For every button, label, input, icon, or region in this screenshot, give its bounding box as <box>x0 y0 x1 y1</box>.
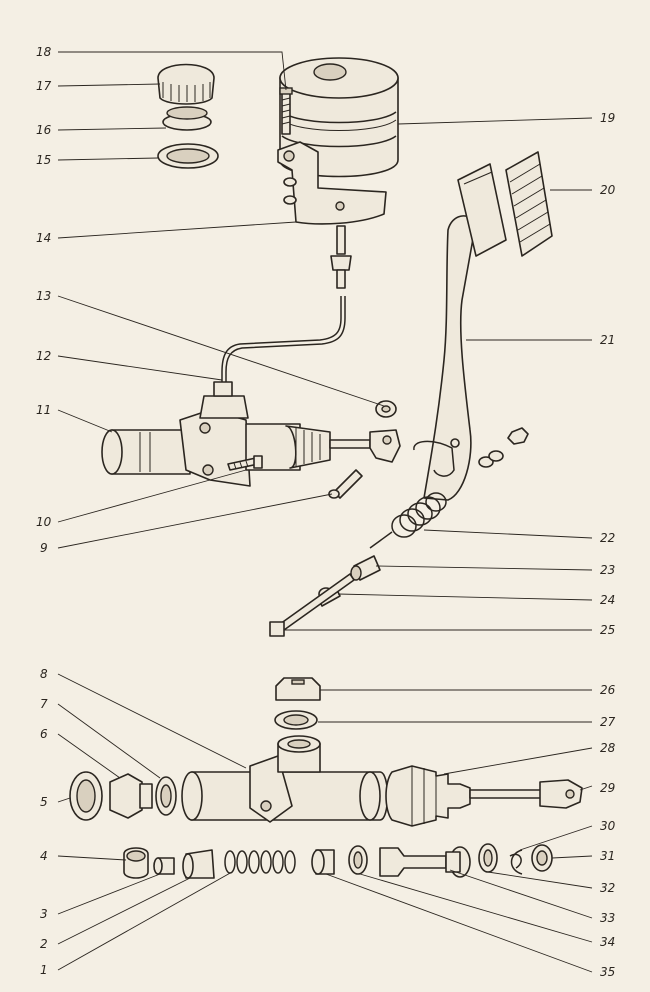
callout-33: 33 <box>600 911 615 925</box>
callout-10: 10 <box>36 515 52 529</box>
pedal-bushing <box>350 555 381 581</box>
callout-20: 20 <box>600 183 616 197</box>
lock-ring <box>509 849 523 875</box>
callout-numbers: 18 17 16 15 14 13 12 11 10 9 19 20 21 22… <box>36 45 616 979</box>
callout-8: 8 <box>40 667 48 681</box>
filler-plug <box>275 677 321 701</box>
pin-bushing <box>375 400 397 418</box>
callout-5: 5 <box>40 795 48 809</box>
callout-24: 24 <box>600 593 615 607</box>
callout-2: 2 <box>40 937 48 951</box>
end-plug <box>109 773 153 819</box>
plug-washer <box>274 710 318 730</box>
callout-23: 23 <box>600 563 615 577</box>
callout-31: 31 <box>600 849 615 863</box>
valve-cap <box>123 847 149 879</box>
push-rod <box>469 779 583 809</box>
end-gasket <box>155 776 177 816</box>
pedal-hook <box>413 440 455 477</box>
dust-boot <box>385 765 471 827</box>
callout-25: 25 <box>600 623 615 637</box>
pipe-fitting <box>330 225 352 289</box>
callout-17: 17 <box>36 79 52 93</box>
stop-screw <box>227 455 263 471</box>
return-spring <box>369 492 447 549</box>
callout-29: 29 <box>600 781 615 795</box>
valve-seat <box>153 857 175 875</box>
pedal-bolt <box>269 573 355 637</box>
callout-7: 7 <box>40 697 48 711</box>
callout-19: 19 <box>600 111 615 125</box>
feed-pipe <box>221 296 342 390</box>
callout-35: 35 <box>600 965 615 979</box>
callout-28: 28 <box>600 741 616 755</box>
piston <box>379 846 471 878</box>
callout-12: 12 <box>36 349 51 363</box>
callout-9: 9 <box>40 541 48 555</box>
master-cylinder-body <box>181 735 389 823</box>
end-ring <box>69 771 103 821</box>
cup-ring <box>348 845 368 875</box>
callout-11: 11 <box>36 403 51 417</box>
cap-gasket <box>162 106 212 131</box>
callout-26: 26 <box>600 683 616 697</box>
callout-14: 14 <box>36 231 51 245</box>
reservoir-cap <box>157 63 215 105</box>
callout-16: 16 <box>36 123 52 137</box>
pedal-hole <box>450 438 460 448</box>
callout-13: 13 <box>36 289 51 303</box>
callout-34: 34 <box>600 935 615 949</box>
callout-15: 15 <box>36 153 51 167</box>
secondary-cup <box>478 843 498 873</box>
reservoir-washer <box>157 143 219 169</box>
callout-22: 22 <box>600 531 615 545</box>
callout-30: 30 <box>600 819 616 833</box>
primary-cup <box>311 849 335 875</box>
piston-spring <box>224 850 296 874</box>
clevis-pin <box>328 469 363 499</box>
pedal-washers <box>478 427 529 468</box>
stop-washer <box>531 844 553 872</box>
clutch-pedal <box>423 163 507 501</box>
valve-body <box>182 849 215 879</box>
callout-3: 3 <box>40 907 48 921</box>
feed-pipe-inner <box>225 296 346 390</box>
callout-18: 18 <box>36 45 52 59</box>
callout-1: 1 <box>40 963 48 977</box>
pedal-pad <box>505 151 553 257</box>
leader-lines <box>57 51 593 973</box>
callout-4: 4 <box>40 849 48 863</box>
callout-21: 21 <box>600 333 615 347</box>
callout-6: 6 <box>40 727 48 741</box>
reservoir-bracket <box>277 141 387 225</box>
callout-32: 32 <box>600 881 615 895</box>
callout-27: 27 <box>600 715 616 729</box>
